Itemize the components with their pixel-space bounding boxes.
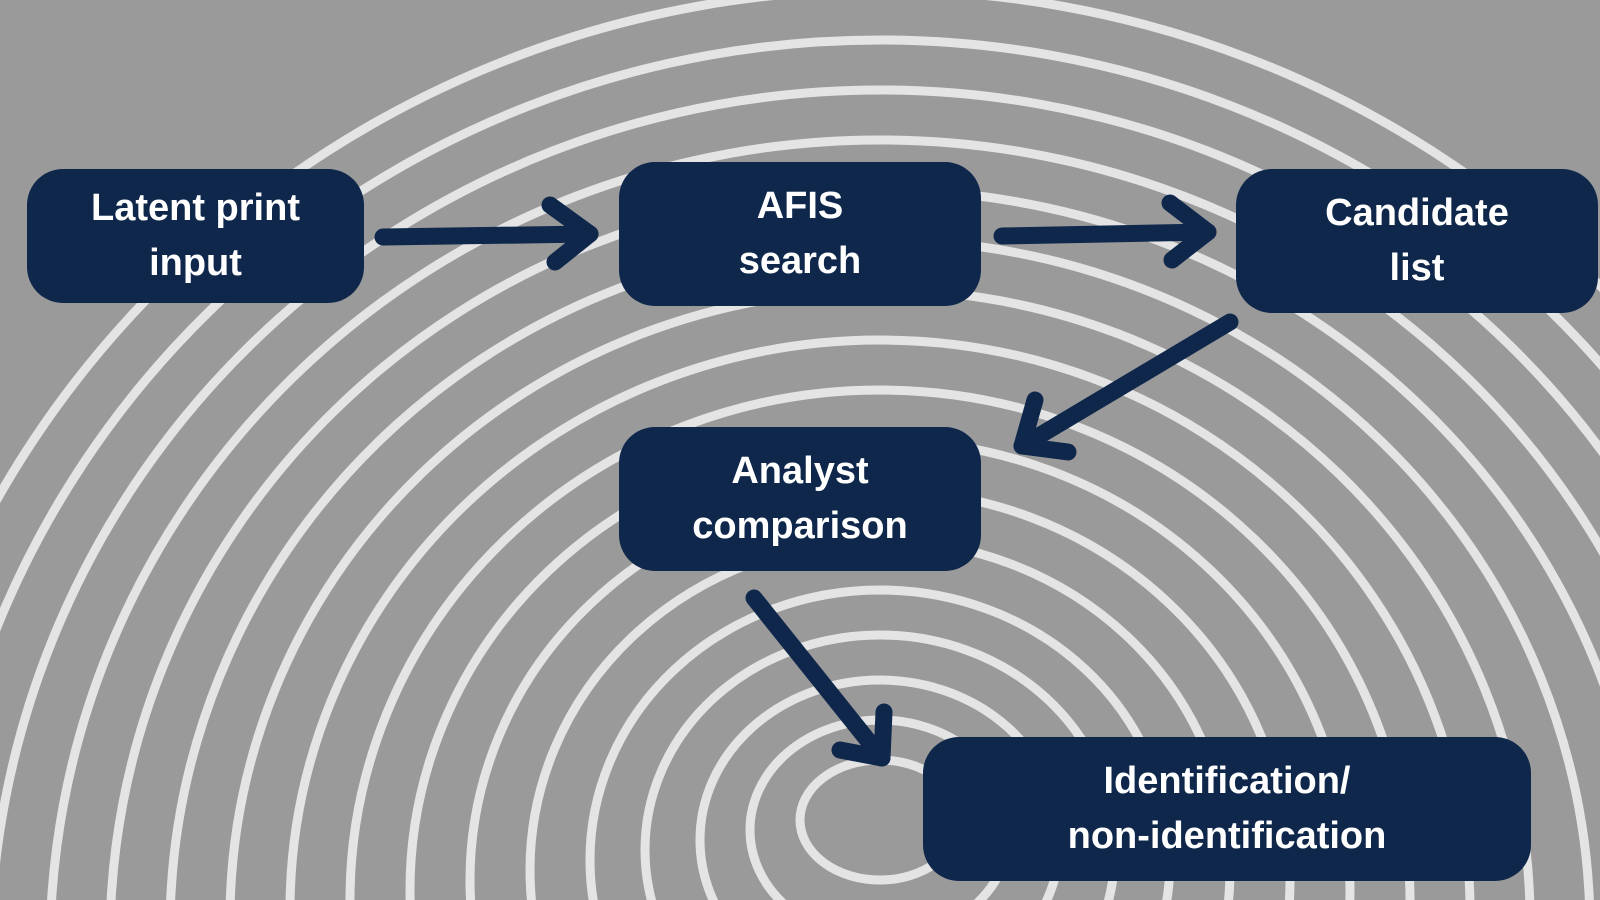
- node-latent-print-input: Latent print input: [27, 169, 364, 303]
- node-analyst-comparison: Analyst comparison: [619, 427, 981, 571]
- node-label: input: [149, 242, 242, 284]
- node-label: Analyst: [731, 449, 869, 492]
- node-label: comparison: [692, 505, 908, 547]
- node-afis-search: AFIS search: [619, 162, 981, 306]
- node-identification-result: Identification/non-identification: [923, 737, 1531, 881]
- node-label: list: [1389, 247, 1445, 289]
- node-candidate-list: Candidate list: [1236, 169, 1598, 313]
- node-label: AFIS: [756, 184, 844, 227]
- node-label: Candidate: [1325, 191, 1509, 234]
- node-label: non-identification: [1067, 815, 1387, 857]
- node-label: search: [738, 240, 862, 282]
- node-label: Identification/: [1103, 759, 1351, 802]
- node-label: Latent print: [91, 186, 300, 229]
